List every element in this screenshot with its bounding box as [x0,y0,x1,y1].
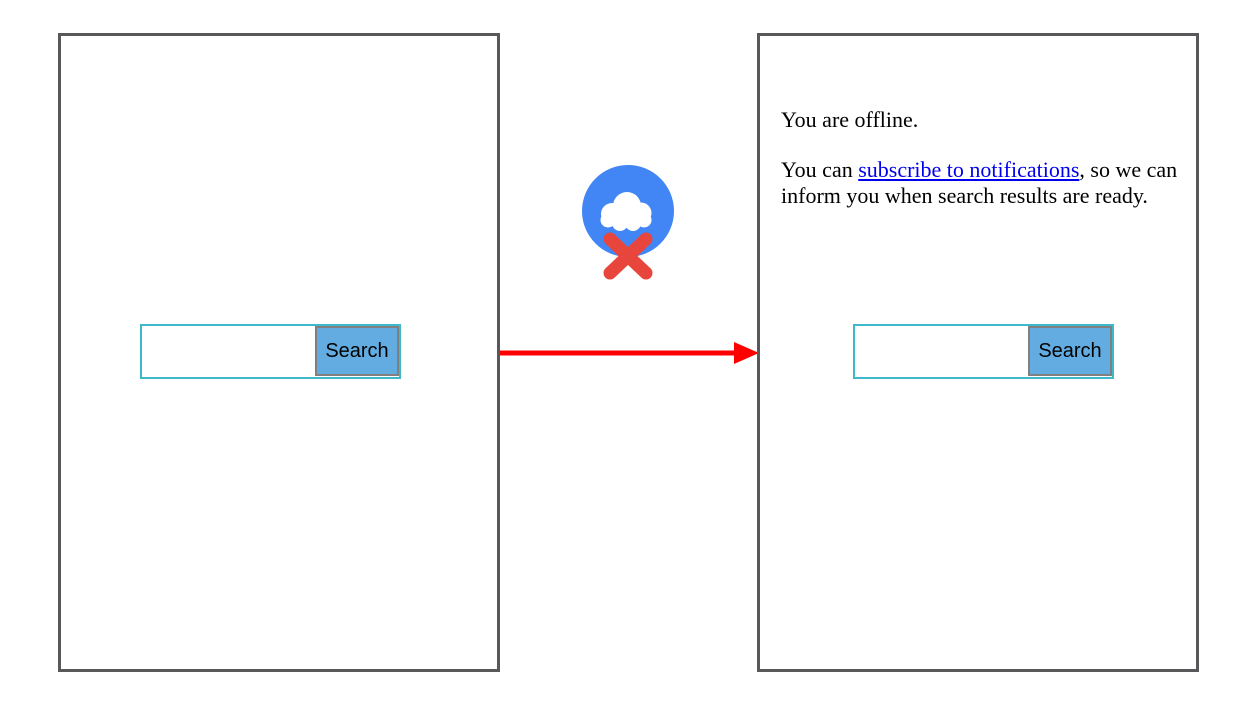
offline-status: You are offline. [781,107,919,132]
search-form: Search [853,324,1114,379]
subscribe-notifications-link[interactable]: subscribe to notifications [858,157,1080,183]
notify-after-link: , so we can inform you when search resul… [781,157,1178,208]
browser-window-offline: You are offline. You can subscribe to no… [757,33,1199,672]
red-cross-icon [603,232,653,280]
search-button[interactable]: Search [315,326,399,376]
browser-window-before: Search [58,33,500,672]
search-form: Search [140,324,401,379]
notify-before-link: You can [781,157,859,183]
cloud-shape [600,192,652,231]
offline-text-block: You are offline. You can subscribe to no… [781,107,1196,233]
notify-sentence: You can subscribe to notifications, so w… [781,157,1196,208]
search-button[interactable]: Search [1028,326,1112,376]
offline-cloud-icon [582,165,674,280]
flow-arrow-icon [500,342,759,364]
